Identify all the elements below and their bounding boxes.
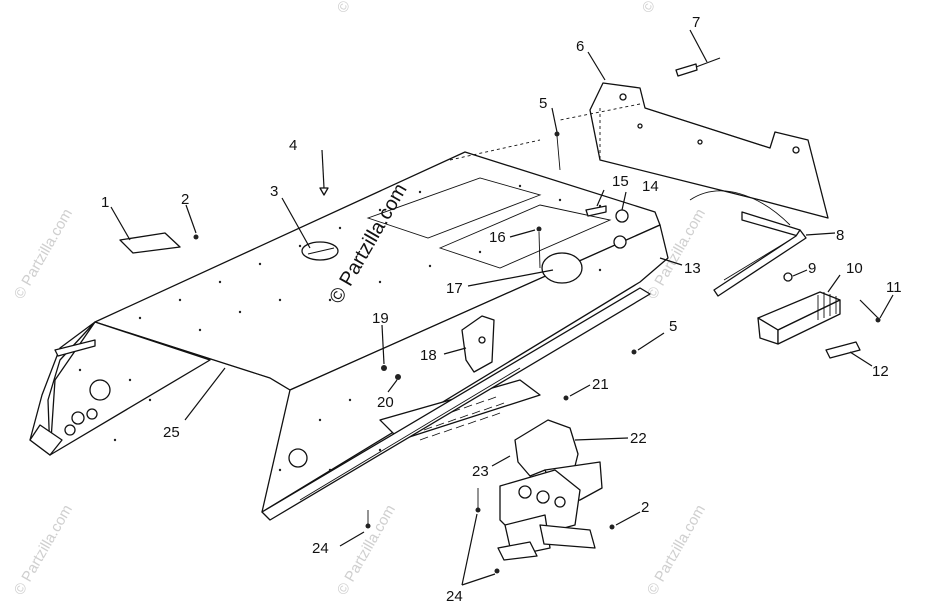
callout-2: 2 xyxy=(181,191,189,208)
watermark: © Partzilla.com xyxy=(334,502,399,598)
callout-12: 12 xyxy=(872,363,889,380)
rear-bumper-plate xyxy=(589,82,829,219)
callout-25: 25 xyxy=(163,424,180,441)
callout-13: 13 xyxy=(684,260,701,277)
decal-part-12 xyxy=(825,341,873,367)
callout-5: 5 xyxy=(539,95,547,112)
callout-9: 9 xyxy=(808,260,816,277)
callout-3: 3 xyxy=(270,183,278,200)
bolt-part-7 xyxy=(675,29,721,77)
callout-15: 15 xyxy=(612,173,629,190)
callout-10: 10 xyxy=(846,260,863,277)
bracket-part-22 xyxy=(497,419,629,561)
callout-labels: 1 2 3 4 5 6 7 8 9 10 11 12 13 14 15 16 1… xyxy=(101,14,902,605)
nut-part-9 xyxy=(783,272,793,282)
callout-14: 14 xyxy=(642,178,659,195)
callout-24b: 24 xyxy=(446,588,463,605)
callout-17: 17 xyxy=(446,280,463,297)
rivet-dots xyxy=(78,184,602,472)
bracket-part-1 xyxy=(110,204,199,254)
watermark: © Partzilla.com xyxy=(11,502,76,598)
callout-23: 23 xyxy=(472,463,489,480)
bracket-part-18 xyxy=(461,315,495,373)
callout-1: 1 xyxy=(101,194,109,211)
watermark: © Partzilla.com xyxy=(11,206,76,302)
watermark: © Partzilla.com xyxy=(334,0,399,16)
callout-2b: 2 xyxy=(641,499,649,516)
callout-5b: 5 xyxy=(669,318,677,335)
callout-8: 8 xyxy=(836,227,844,244)
callout-22: 22 xyxy=(630,430,647,447)
watermark: © Partzilla.com xyxy=(644,502,709,598)
callout-4: 4 xyxy=(289,137,297,154)
handle-part-10 xyxy=(757,274,841,345)
callout-24a: 24 xyxy=(312,540,329,557)
hitch-arm-part-8 xyxy=(689,190,836,297)
callout-16: 16 xyxy=(489,229,506,246)
callout-6: 6 xyxy=(576,38,584,55)
callout-7: 7 xyxy=(692,14,700,31)
fasteners xyxy=(184,51,683,586)
callout-21: 21 xyxy=(592,376,609,393)
callout-18: 18 xyxy=(420,347,437,364)
screw-part-11 xyxy=(859,294,894,323)
chassis xyxy=(29,151,669,521)
callout-20: 20 xyxy=(377,394,394,411)
callout-11: 11 xyxy=(886,279,902,296)
callout-19: 19 xyxy=(372,310,389,327)
